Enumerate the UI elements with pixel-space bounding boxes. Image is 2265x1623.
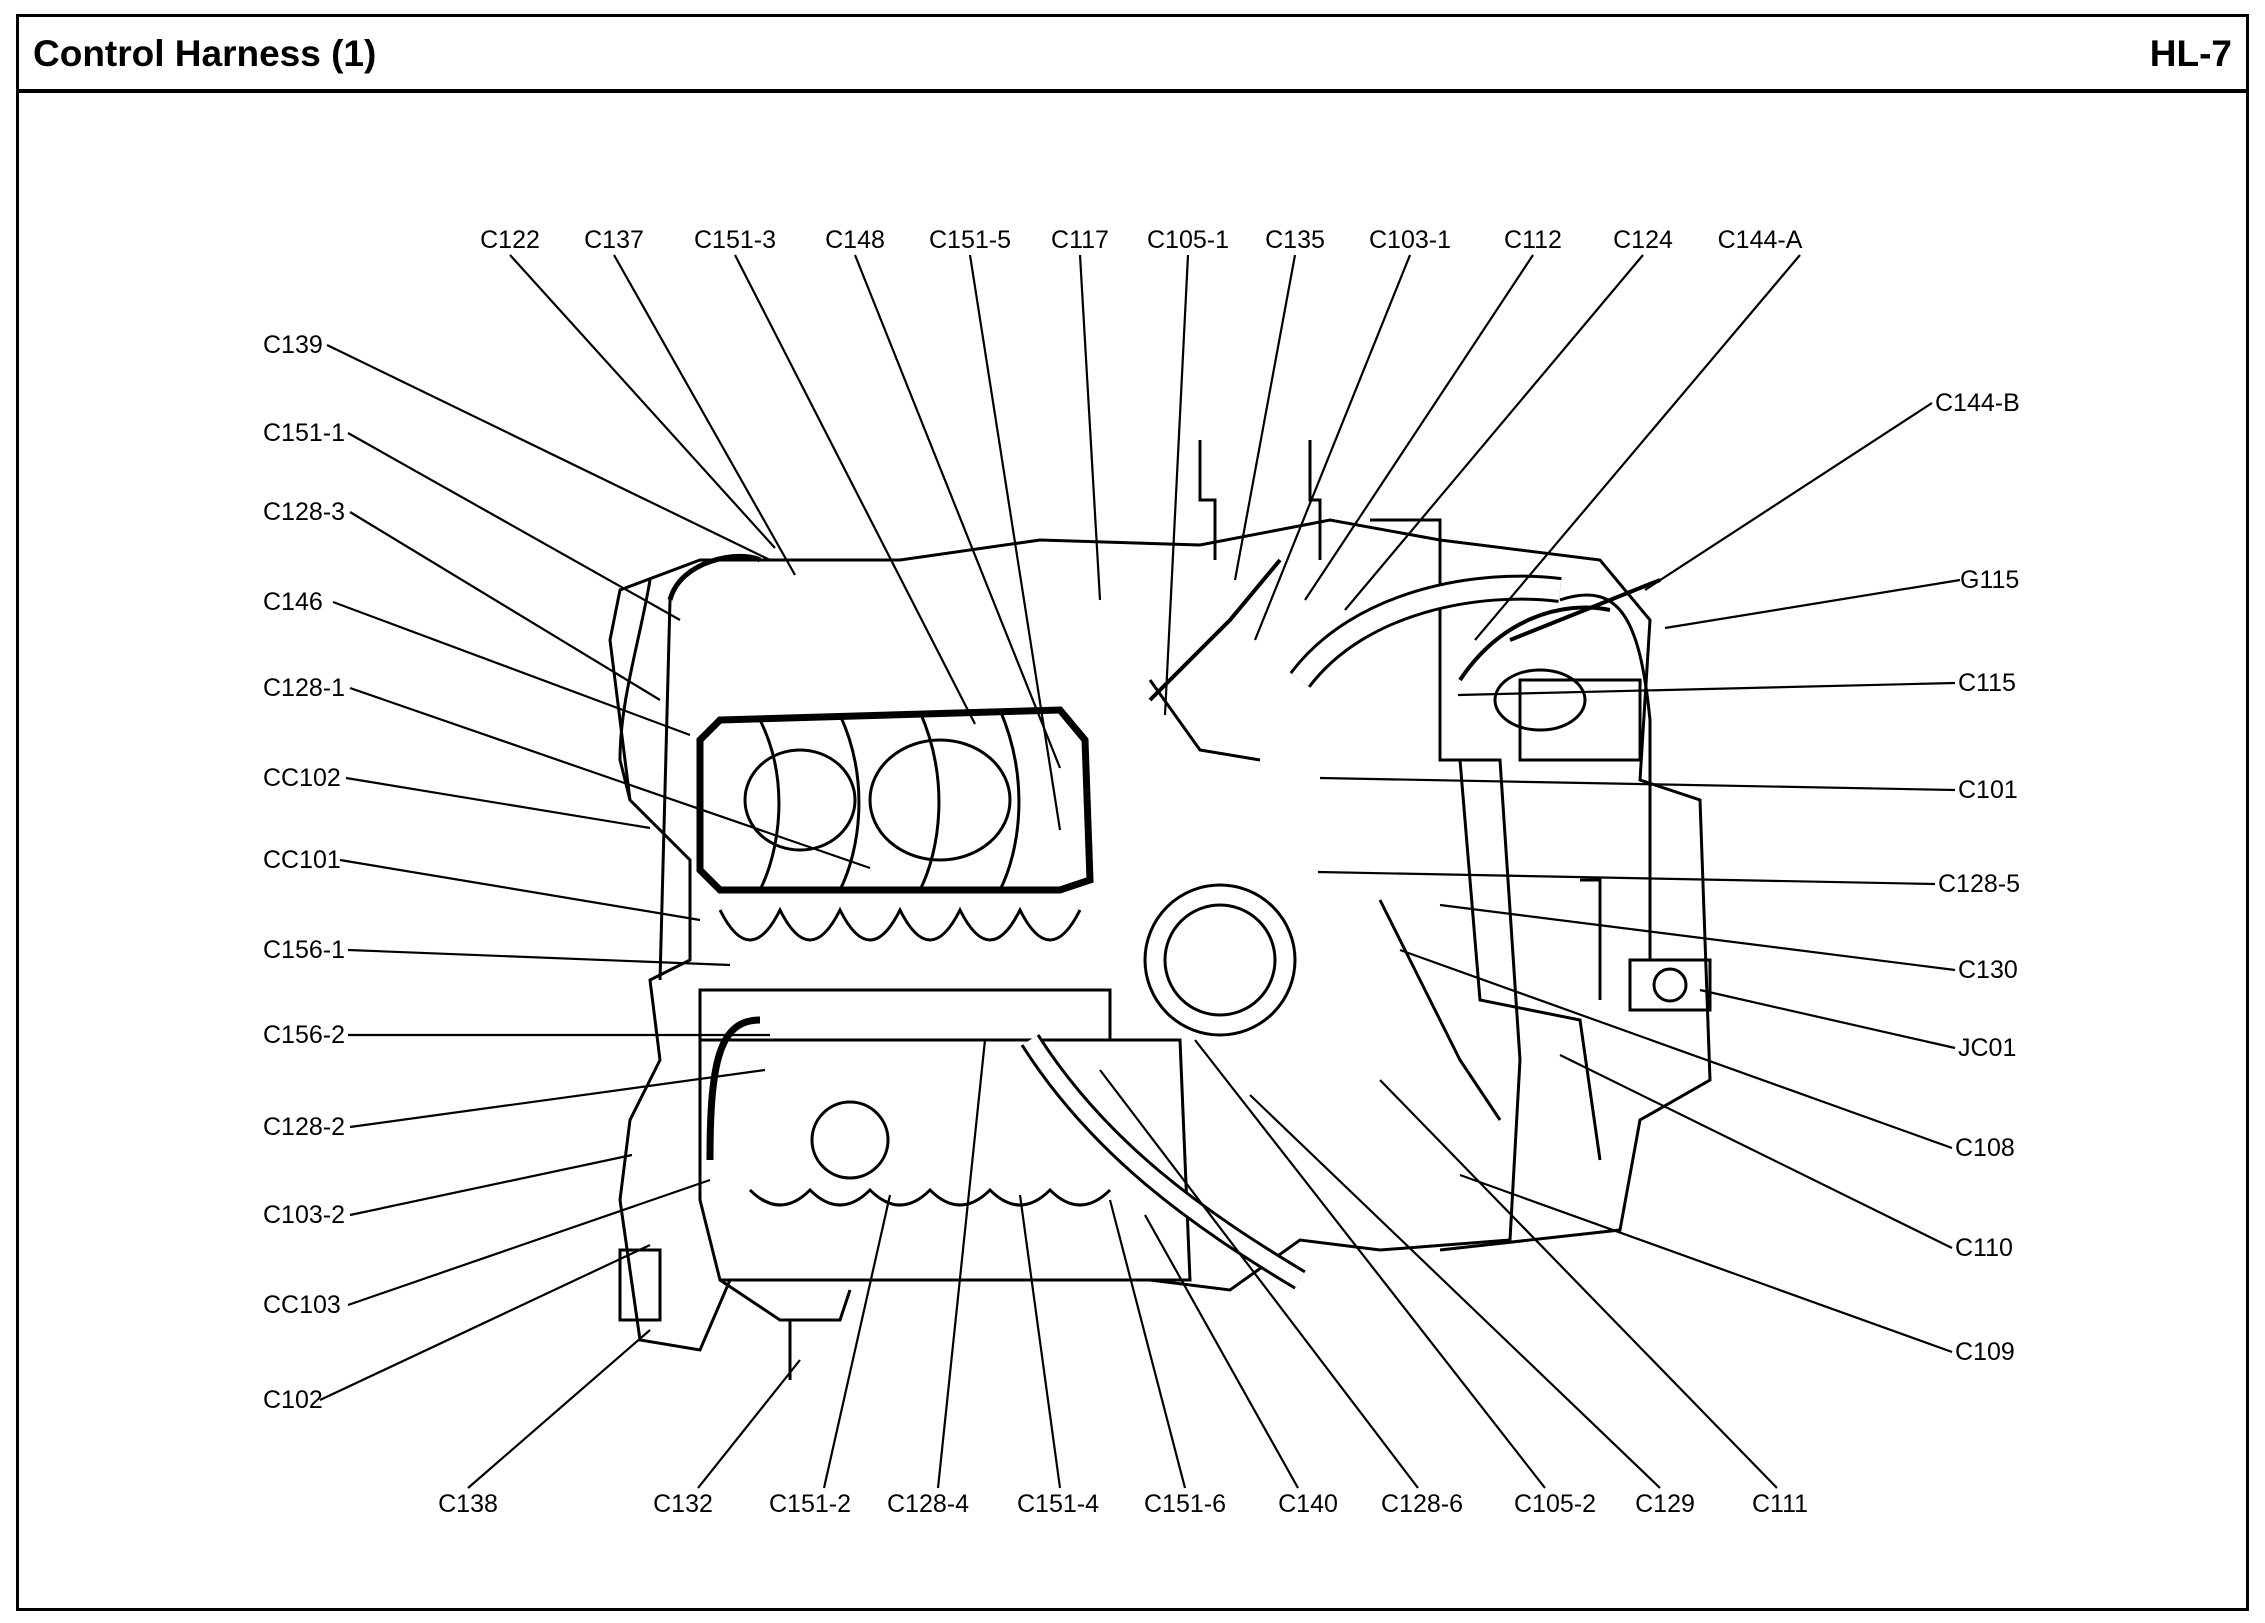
connector-label: C105-2 (1514, 1490, 1596, 1518)
page-frame: Control Harness (1) HL-7 (16, 14, 2249, 1611)
connector-label: C151-1 (263, 419, 345, 447)
connector-label: CC103 (263, 1291, 341, 1319)
connector-label: C103-1 (1369, 226, 1451, 254)
connector-label: C132 (653, 1490, 713, 1518)
connector-label: C128-5 (1938, 870, 2020, 898)
connector-label: C117 (1051, 226, 1109, 254)
connector-label: C139 (263, 331, 323, 359)
connector-label: C102 (263, 1386, 323, 1414)
connector-label: C115 (1958, 669, 2016, 697)
connector-label: C129 (1635, 1490, 1695, 1518)
connector-label: C156-2 (263, 1021, 345, 1049)
connector-label: C151-3 (694, 226, 776, 254)
connector-label: C109 (1955, 1338, 2015, 1366)
connector-label: JC01 (1958, 1034, 2016, 1062)
connector-label: C137 (584, 226, 644, 254)
connector-label: C128-1 (263, 674, 345, 702)
page-header: Control Harness (1) HL-7 (19, 17, 2246, 93)
connector-label: CC101 (263, 846, 341, 874)
connector-label: C112 (1504, 226, 1562, 254)
connector-label: C101 (1958, 776, 2018, 804)
connector-label: C128-4 (887, 1490, 969, 1518)
connector-label: C148 (825, 226, 885, 254)
connector-label: C103-2 (263, 1201, 345, 1229)
connector-label: C144-B (1935, 389, 2020, 417)
page-id: HL-7 (2149, 33, 2232, 74)
connector-label: C140 (1278, 1490, 1338, 1518)
connector-label: C105-1 (1147, 226, 1229, 254)
connector-label: C144-A (1718, 226, 1803, 254)
connector-label: C124 (1613, 226, 1673, 254)
connector-labels: C122 C137 C151-3 C148 C151-5 C117 C105-1… (263, 226, 2020, 1518)
engine-illustration (608, 440, 1712, 1380)
connector-label: C108 (1955, 1134, 2015, 1162)
connector-label: C156-1 (263, 936, 345, 964)
callout-leader-lines (319, 254, 1961, 1489)
connector-label: CC102 (263, 764, 341, 792)
connector-label: C138 (438, 1490, 498, 1518)
page-title: Control Harness (1) (33, 33, 377, 74)
connector-label: C151-4 (1017, 1490, 1099, 1518)
connector-label: C122 (480, 226, 540, 254)
connector-label: C128-6 (1381, 1490, 1463, 1518)
connector-label: C130 (1958, 956, 2018, 984)
connector-label: C151-6 (1144, 1490, 1226, 1518)
connector-label: G115 (1960, 566, 2019, 594)
connector-label: C135 (1265, 226, 1325, 254)
connector-label: C146 (263, 588, 323, 616)
connector-label: C128-2 (263, 1113, 345, 1141)
connector-label: C110 (1955, 1234, 2013, 1262)
connector-label: C151-2 (769, 1490, 851, 1518)
connector-label: C151-5 (929, 226, 1011, 254)
connector-label: C128-3 (263, 498, 345, 526)
connector-label: C111 (1752, 1490, 1808, 1518)
